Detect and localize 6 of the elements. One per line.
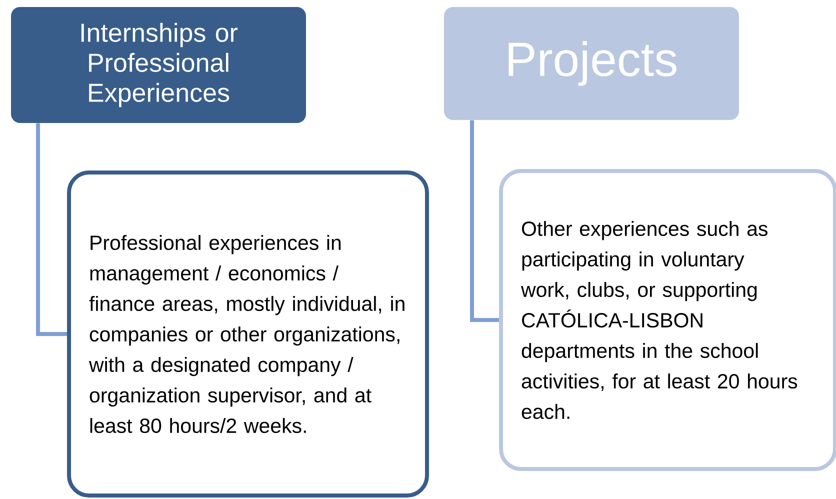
header-box: Projects [444,7,739,120]
header-box: Internships or Professional Experiences [11,7,306,123]
connector-line [470,120,499,322]
connector-line [36,123,67,336]
description-box: Professional experiences in management / economics / finance areas, mostly individual, in companies or other organizations, with a designated company / organization supervisor, and at least 80 hours/2 weeks. [67,170,429,498]
description-box: Other experiences such as participating in voluntary work, clubs, or supporting CATÓLICA-LISBON departments in the school activities, for at least 20 hours each. [499,169,836,471]
